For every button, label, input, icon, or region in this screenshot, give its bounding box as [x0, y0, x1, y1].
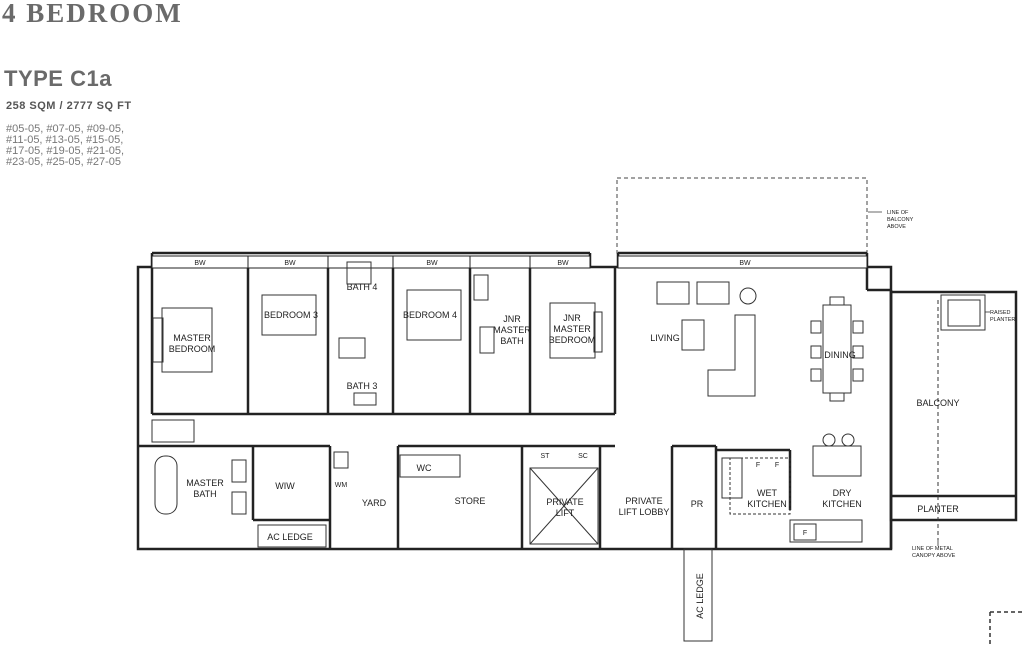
fridge-label: F — [775, 462, 779, 469]
room-label-wc: WC — [417, 463, 432, 473]
unit-number: #27-05 — [86, 156, 122, 168]
room-label-yard: YARD — [362, 498, 387, 508]
room-label-bedroom4: BEDROOM 4 — [403, 310, 457, 320]
washing-machine-label: WM — [335, 482, 348, 489]
room-label-ac-ledge: AC LEDGE — [267, 532, 313, 542]
unit-number: #11-05, — [6, 134, 43, 146]
unit-number: #21-05, — [86, 145, 125, 157]
room-label-balcony: BALCONY — [916, 398, 959, 408]
furniture — [151, 261, 986, 642]
page-heading: 4 BEDROOM — [2, 0, 183, 28]
bay-window-label: BW — [284, 260, 296, 267]
room-label-bath3: BATH 3 — [347, 381, 378, 391]
unit-number: #07-05, — [46, 123, 84, 135]
room-label-living: LIVING — [650, 333, 680, 343]
bay-window-label: BW — [426, 260, 438, 267]
room-label-bath4: BATH 4 — [347, 282, 378, 292]
unit-numbers-list: #05-05, #07-05, #09-05, #11-05, #13-05, … — [6, 124, 196, 168]
room-label-wiw: WIW — [275, 481, 295, 491]
room-label-store: STORE — [455, 496, 486, 506]
balcony-above-outline — [616, 177, 868, 254]
unit-number: #09-05, — [86, 123, 125, 135]
unit-number: #13-05, — [45, 134, 83, 146]
shelter-sc-label: SC — [578, 453, 588, 460]
shelter-st-label: ST — [541, 453, 551, 460]
unit-type-title: TYPE C1a — [4, 66, 112, 91]
unit-number: #23-05, — [6, 156, 44, 168]
unit-number: #17-05, — [6, 145, 44, 157]
room-label-planter: PLANTER — [917, 504, 959, 514]
room-label-ac-ledge-vertical: AC LEDGE — [695, 573, 705, 619]
bay-window-label: BW — [557, 260, 569, 267]
fridge-label: F — [756, 462, 760, 469]
unit-number: #19-05, — [46, 145, 84, 157]
room-label-dining: DINING — [824, 350, 856, 360]
unit-number: #05-05, — [6, 123, 44, 135]
window-strips — [151, 255, 868, 269]
unit-number: #25-05, — [46, 156, 84, 168]
bay-window-label: BW — [739, 260, 751, 267]
room-label-pr: PR — [691, 499, 704, 509]
fridge-label: F — [803, 530, 807, 537]
room-label-bedroom3: BEDROOM 3 — [264, 310, 318, 320]
unit-number: #15-05, — [85, 134, 124, 146]
bay-window-label: BW — [194, 260, 206, 267]
unit-area: 258 SQM / 2777 SQ FT — [6, 100, 132, 112]
